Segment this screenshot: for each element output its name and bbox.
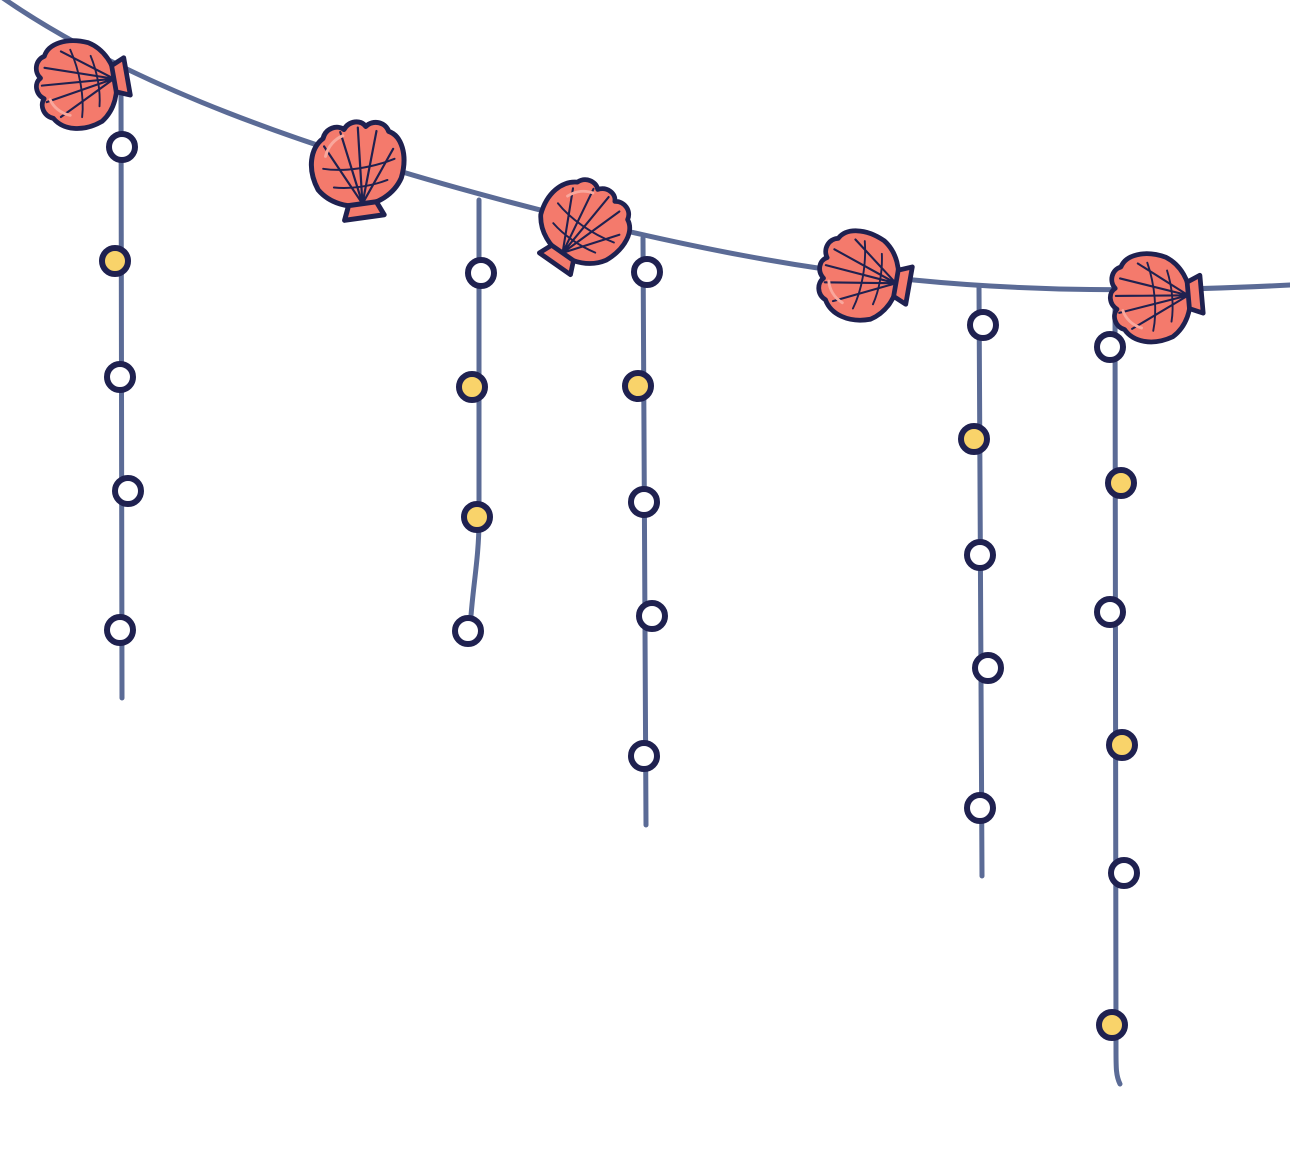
bead-icon bbox=[964, 539, 996, 571]
bead-icon bbox=[972, 652, 1004, 684]
bead-icon bbox=[958, 423, 990, 455]
bead-icon bbox=[1096, 1009, 1128, 1041]
scallop-shell-icon bbox=[1107, 249, 1206, 345]
bead-icon bbox=[456, 371, 488, 403]
bead-icon bbox=[967, 309, 999, 341]
bead-icon bbox=[622, 370, 654, 402]
bead-icon bbox=[628, 486, 660, 518]
bead-icon bbox=[465, 257, 497, 289]
bead-icon bbox=[636, 600, 668, 632]
bead-icon bbox=[1105, 467, 1137, 499]
bead-icon bbox=[99, 245, 131, 277]
scallop-shell-icon bbox=[519, 164, 644, 290]
scallop-shell-icon bbox=[812, 225, 917, 328]
bead-icon bbox=[104, 614, 136, 646]
beads bbox=[99, 131, 1140, 1041]
bead-icon bbox=[1094, 331, 1126, 363]
bead-icon bbox=[104, 361, 136, 393]
bead-icon bbox=[106, 131, 138, 163]
bead-icon bbox=[1106, 729, 1138, 761]
bead-icon bbox=[631, 256, 663, 288]
bead-icon bbox=[461, 501, 493, 533]
bead-icon bbox=[1108, 857, 1140, 889]
strand-4 bbox=[976, 283, 985, 879]
bead-icon bbox=[628, 740, 660, 772]
bead-icon bbox=[964, 792, 996, 824]
strand-5 bbox=[1112, 285, 1123, 1087]
bead-icon bbox=[452, 615, 484, 647]
scallop-shell-icon bbox=[306, 116, 412, 224]
bead-icon bbox=[112, 475, 144, 507]
bead-icon bbox=[1094, 596, 1126, 628]
strand-3 bbox=[640, 235, 649, 828]
